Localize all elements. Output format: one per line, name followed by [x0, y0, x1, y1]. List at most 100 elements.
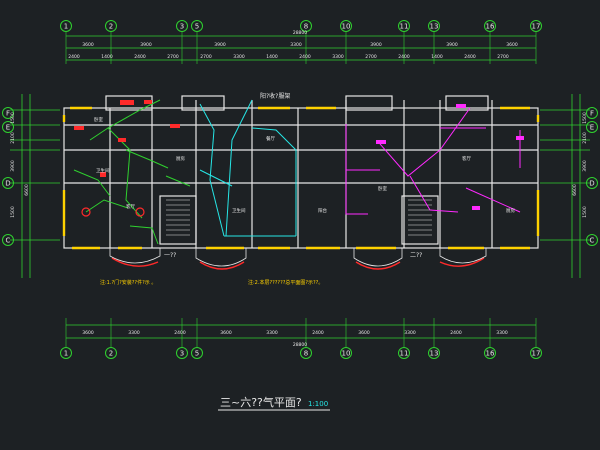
- magenta-wiring: [345, 107, 521, 215]
- top-axis-17-label: 17: [532, 23, 541, 31]
- left-dim-3: 1500: [10, 206, 16, 218]
- room-label: 餐厅: [266, 135, 275, 142]
- right-axis-E-label: E: [590, 124, 594, 132]
- right-axis-D-label: D: [589, 180, 594, 188]
- bottom-dim-4: 3300: [266, 330, 278, 336]
- top-dim1-4: 3900: [370, 42, 382, 48]
- top-total-dim: 28800: [293, 30, 307, 36]
- bottom-axis-11-label: 11: [400, 350, 409, 358]
- bottom-axis-13-label: 13: [430, 350, 439, 358]
- left-axis-E-label: E: [6, 124, 10, 132]
- note-1: 注:1.?门?安装??件?示 。: [100, 279, 156, 286]
- left-dim-1: 2100: [10, 132, 16, 144]
- bottom-axis-17-label: 17: [532, 350, 541, 358]
- bottom-axis-8-circle: [300, 347, 312, 359]
- top-axis-8-label: 8: [304, 23, 308, 31]
- room-label: 卫生间: [96, 167, 110, 174]
- top-axis-16-circle: [484, 20, 496, 32]
- right-axis-E-circle: [586, 121, 598, 133]
- stair-hatch-left: [166, 199, 190, 236]
- top-axis-13-label: 13: [430, 23, 439, 31]
- top-dim1-1: 3900: [140, 42, 152, 48]
- bottom-axis-11-circle: [398, 347, 410, 359]
- top-dim1-0: 3600: [82, 42, 94, 48]
- building-walls: [63, 95, 539, 249]
- right-axis-bubbles: FE D C: [586, 107, 598, 246]
- bottom-dim-5: 2400: [312, 330, 324, 336]
- right-dim-2: 3900: [582, 160, 588, 172]
- bottom-axis-1-label: 1: [64, 350, 68, 358]
- top-axis-10-label: 10: [342, 23, 351, 31]
- bottom-dim-6: 3600: [358, 330, 370, 336]
- top-dim2-10: 2400: [398, 54, 410, 60]
- top-dim2-0: 2400: [68, 54, 80, 60]
- balcony-arcs: [111, 257, 485, 270]
- left-axis-F-label: F: [6, 110, 10, 118]
- room-label: 厨房: [506, 207, 515, 214]
- top-axis-5-label: 5: [195, 23, 199, 31]
- room-label: 客厅: [126, 203, 135, 210]
- left-dim-0: 1500: [10, 112, 16, 124]
- bottom-dim-0: 3600: [82, 330, 94, 336]
- bottom-axis-10-label: 10: [342, 350, 351, 358]
- top-dim2-4: 2700: [200, 54, 212, 60]
- top-axis-3-label: 3: [180, 23, 184, 31]
- top-dim2-5: 3300: [233, 54, 245, 60]
- green-wiring: [73, 99, 191, 245]
- top-dim2-2: 2400: [134, 54, 146, 60]
- bottom-axis-16-circle: [484, 347, 496, 359]
- bottom-dimension-lines: [66, 324, 536, 339]
- top-dim1-6: 3600: [506, 42, 518, 48]
- bottom-axis-17-circle: [530, 347, 542, 359]
- top-dim2-9: 2700: [365, 54, 377, 60]
- top-axis-1-circle: [60, 20, 72, 32]
- bottom-dim-2: 2400: [174, 330, 186, 336]
- top-dim2-3: 2700: [167, 54, 179, 60]
- top-dim2-6: 1400: [266, 54, 278, 60]
- red-fixtures: [74, 100, 180, 217]
- top-label: 阳?收?服架: [260, 92, 290, 100]
- drawing-scale: 1:100: [308, 400, 328, 408]
- right-dim-0: 1500: [582, 112, 588, 124]
- room-label: 卫生间: [232, 207, 246, 214]
- top-axis-11-label: 11: [400, 23, 409, 31]
- top-axis-2-circle: [105, 20, 117, 32]
- right-dim-3: 1500: [582, 206, 588, 218]
- drawing-title: 三~六??气平面?: [220, 395, 302, 409]
- bottom-dim-1: 3300: [128, 330, 140, 336]
- top-axis-5-circle: [191, 20, 203, 32]
- top-dim1-5: 3900: [446, 42, 458, 48]
- stair-label-left: 一??: [164, 252, 176, 259]
- top-axis-13-circle: [428, 20, 440, 32]
- top-dimension-lines: [66, 35, 536, 61]
- bottom-axis-1-circle: [60, 347, 72, 359]
- left-dim-2: 3900: [10, 160, 16, 172]
- bottom-axis-2-circle: [105, 347, 117, 359]
- bottom-axis-3-label: 3: [180, 350, 184, 358]
- bottom-dim-9: 3300: [496, 330, 508, 336]
- top-dim1-2: 3900: [214, 42, 226, 48]
- bottom-axis-8-label: 8: [304, 350, 308, 358]
- stair-label-right: 二??: [410, 252, 422, 259]
- bottom-dim-3: 3600: [220, 330, 232, 336]
- top-axis-1-label: 1: [64, 23, 68, 31]
- stair-hatch-right: [408, 199, 432, 236]
- top-axis-2-label: 2: [109, 23, 113, 31]
- windows: [62, 106, 540, 250]
- top-axis-10-circle: [340, 20, 352, 32]
- top-dim2-7: 2400: [299, 54, 311, 60]
- balcony-outline: [109, 248, 487, 267]
- left-axis-D-label: D: [5, 180, 10, 188]
- bottom-total-dim: 28800: [293, 342, 307, 348]
- left-axis-F-circle: [2, 107, 14, 119]
- top-dim2-11: 1400: [431, 54, 443, 60]
- left-total-dim: 6600: [24, 184, 30, 196]
- right-axis-C-label: C: [590, 237, 595, 245]
- right-axis-F-label: F: [590, 110, 594, 118]
- left-axis-C-label: C: [6, 237, 11, 245]
- bottom-axis-10-circle: [340, 347, 352, 359]
